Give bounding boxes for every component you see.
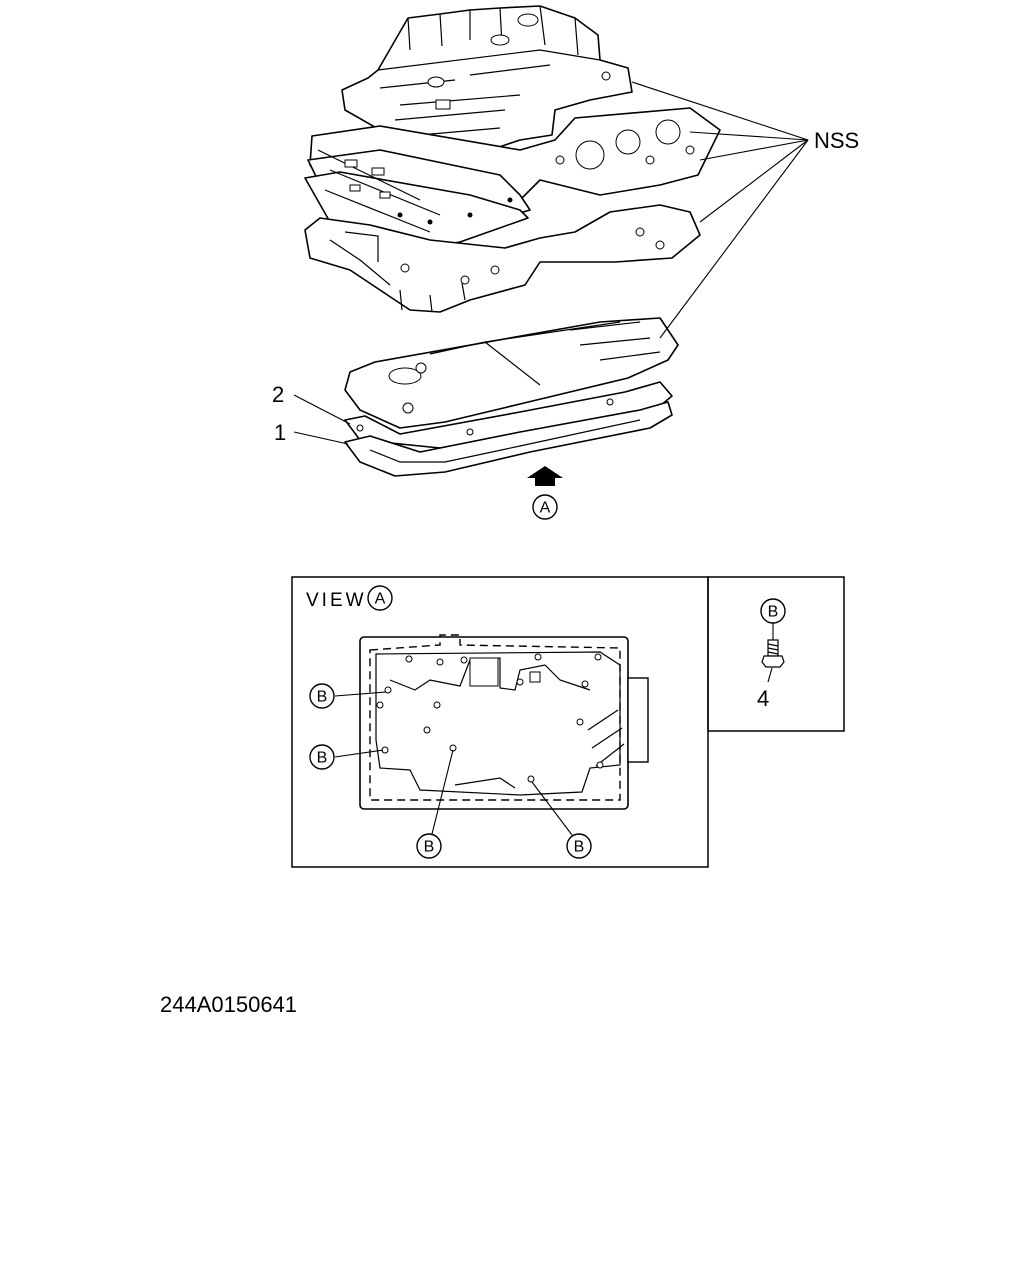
view-marker-a: A (375, 591, 386, 608)
nss-leaders (631, 81, 809, 339)
part-4-callout: 4 (757, 686, 769, 711)
marker-a-below-arrow: A (532, 494, 558, 520)
view-a-panel: VIEW A B B (291, 576, 845, 868)
nss-callout: NSS (814, 128, 859, 153)
marker-b-left-lower: B (317, 750, 328, 767)
lower-valve-body (304, 204, 701, 313)
view-arrow-icon (527, 466, 563, 486)
upper-valve-body (341, 5, 633, 153)
part-2-callout: 2 (272, 382, 284, 407)
view-label: VIEW (306, 590, 367, 611)
strainer-gasket (344, 381, 673, 449)
marker-b-bottom-center: B (424, 839, 435, 856)
marker-b-left-upper: B (317, 689, 328, 706)
bolt-icon (761, 639, 785, 668)
part-1-callout: 1 (274, 420, 286, 445)
leader-part-1 (293, 431, 349, 445)
marker-b-bottom-right: B (574, 839, 585, 856)
separator-plates (304, 107, 721, 251)
bolt-detail: B 4 (757, 598, 786, 711)
oil-strainer (344, 317, 679, 429)
drawing-number: 244A0150641 (160, 992, 297, 1017)
leader-part-2 (293, 394, 351, 425)
marker-b-bolt: B (768, 604, 779, 621)
oil-pan (344, 401, 673, 477)
svg-text:A: A (540, 500, 551, 517)
